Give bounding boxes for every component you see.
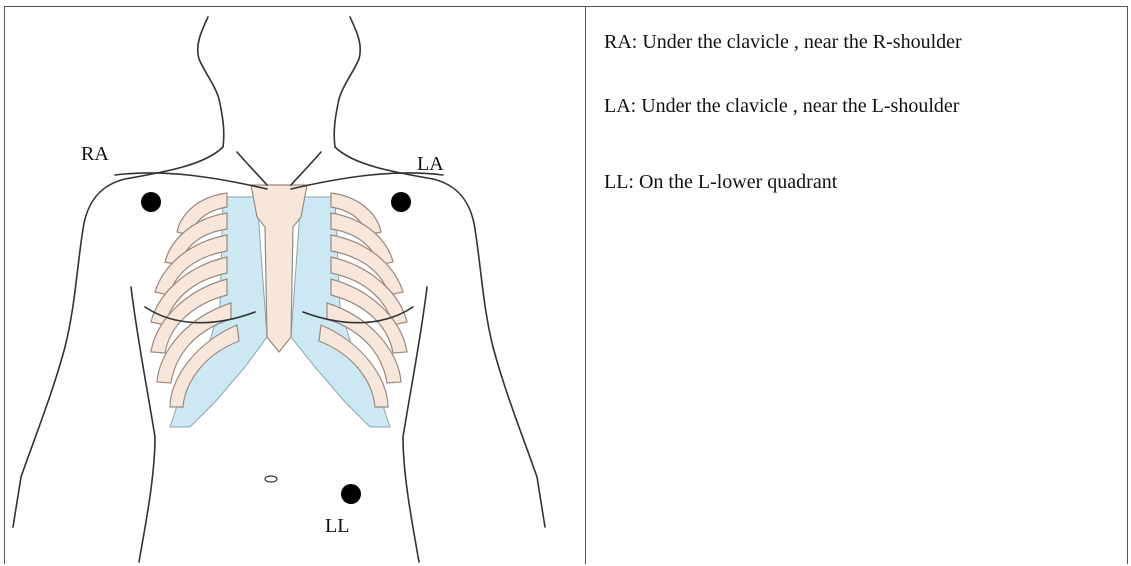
description-ll: LL: On the L-lower quadrant xyxy=(604,171,837,194)
electrode-ra xyxy=(141,192,161,212)
rib-cage xyxy=(151,185,407,407)
description-ra: RA: Under the clavicle , near the R-shou… xyxy=(604,31,962,54)
electrode-la xyxy=(391,192,411,212)
label-la: LA xyxy=(417,153,444,176)
diagram-table: RA LA LL xyxy=(4,6,1128,564)
label-ll: LL xyxy=(325,515,349,538)
torso-illustration xyxy=(5,7,585,565)
description-la: LA: Under the clavicle , near the L-shou… xyxy=(604,95,959,118)
column-divider xyxy=(585,7,586,564)
label-ra: RA xyxy=(81,143,109,166)
electrode-ll xyxy=(341,484,361,504)
torso-figure: RA LA LL xyxy=(5,7,585,565)
